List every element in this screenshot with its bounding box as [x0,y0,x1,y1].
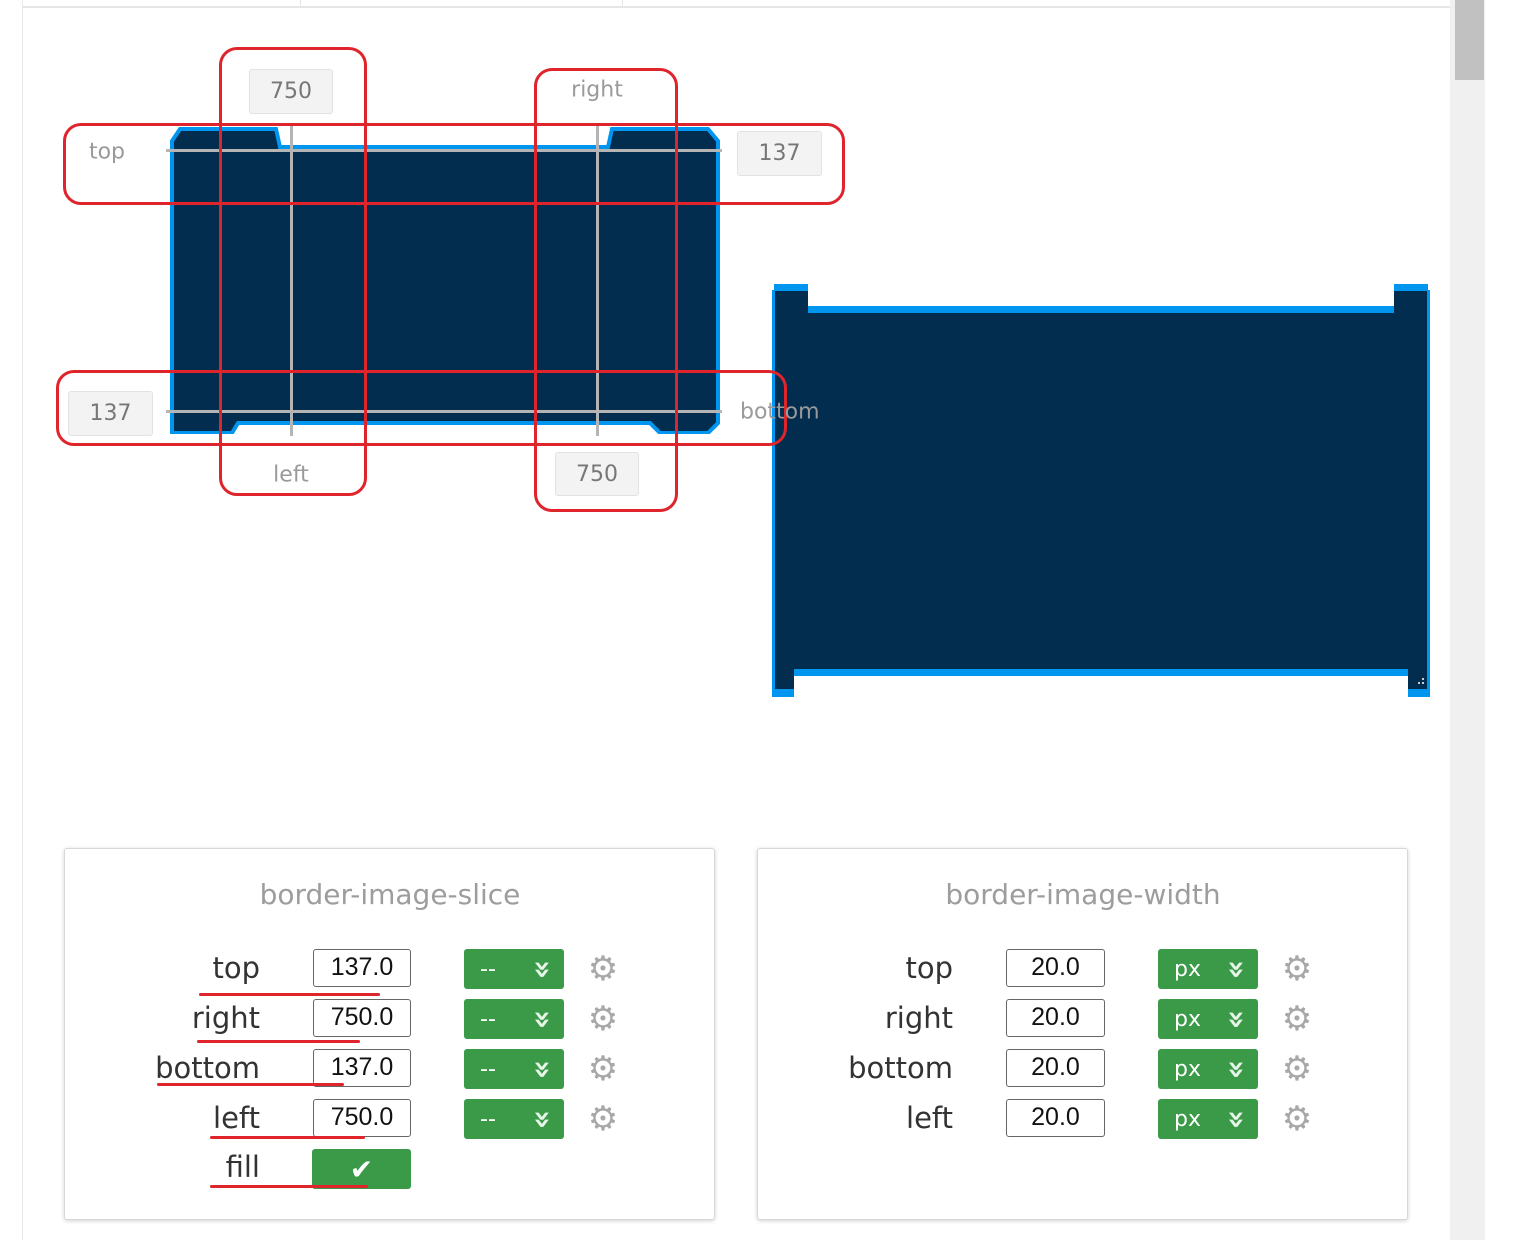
right-label: right [571,77,623,103]
annotation-underline [197,1040,360,1043]
width-right-input[interactable]: 20.0 [1006,999,1105,1037]
width-top-label: top [905,951,953,985]
chevrons-down-icon: » [1218,1059,1254,1079]
resize-grip-icon [1418,678,1424,684]
width-bottom-input[interactable]: 20.0 [1006,1049,1105,1087]
gear-icon[interactable]: ⚙ [587,999,619,1039]
chevrons-down-icon: » [524,1009,560,1029]
gear-icon[interactable]: ⚙ [1281,1099,1313,1139]
slice-bottom-label: bottom [155,1051,260,1085]
slice-left-unit-select[interactable]: -- » [464,1099,564,1139]
gear-icon[interactable]: ⚙ [1281,1049,1313,1089]
bottom-label: bottom [740,399,820,425]
slice-top-input[interactable]: 137.0 [313,949,411,987]
slice-guide-right[interactable] [596,125,599,436]
unit-value: px [1174,1106,1201,1132]
bottom-slice-value: 137 [68,391,153,436]
left-label: left [273,462,309,488]
unit-value: -- [480,1006,496,1032]
source-image [170,127,720,434]
top-tab-strip [22,0,1450,8]
slice-top-label: top [212,951,260,985]
unit-value: px [1174,956,1201,982]
slice-guide-top[interactable] [166,149,722,152]
slice-left-label: left [213,1101,260,1135]
slice-bottom-unit-select[interactable]: -- » [464,1049,564,1089]
border-image-preview [772,284,1430,697]
gear-icon[interactable]: ⚙ [1281,999,1313,1039]
annotation-underline [199,993,380,996]
unit-value: -- [480,1106,496,1132]
width-left-label: left [906,1101,953,1135]
right-slice-value: 750 [555,452,639,496]
gear-icon[interactable]: ⚙ [587,949,619,989]
unit-value: px [1174,1006,1201,1032]
slice-guide-left[interactable] [290,125,293,436]
fill-label: fill [225,1150,260,1184]
width-right-unit-select[interactable]: px » [1158,999,1258,1039]
slice-right-unit-select[interactable]: -- » [464,999,564,1039]
slice-left-input[interactable]: 750.0 [313,1099,411,1137]
gear-icon[interactable]: ⚙ [587,1049,619,1089]
chevrons-down-icon: » [1218,959,1254,979]
width-top-input[interactable]: 20.0 [1006,949,1105,987]
width-bottom-label: bottom [848,1051,953,1085]
top-label: top [88,139,126,165]
check-icon: ✔ [349,1152,374,1186]
slice-right-input[interactable]: 750.0 [313,999,411,1037]
width-top-unit-select[interactable]: px » [1158,949,1258,989]
width-bottom-unit-select[interactable]: px » [1158,1049,1258,1089]
chevrons-down-icon: » [524,1059,560,1079]
tab-divider [300,0,301,7]
chevrons-down-icon: » [524,1109,560,1129]
panel-title: border-image-width [945,878,1221,911]
top-slice-value: 137 [737,131,822,176]
panel-title: border-image-slice [259,878,521,911]
scrollbar-thumb[interactable] [1455,0,1484,80]
slice-right-label: right [191,1001,260,1035]
unit-value: -- [480,956,496,982]
slice-bottom-input[interactable]: 137.0 [313,1049,411,1087]
gear-icon[interactable]: ⚙ [1281,949,1313,989]
unit-value: px [1174,1056,1201,1082]
tab-divider [622,0,623,7]
width-left-input[interactable]: 20.0 [1006,1099,1105,1137]
scrollbar-track[interactable] [1450,0,1485,1240]
left-slice-value: 750 [249,69,333,114]
annotation-underline [210,1185,368,1188]
slice-guide-bottom[interactable] [166,410,722,413]
unit-value: -- [480,1056,496,1082]
chevrons-down-icon: » [1218,1009,1254,1029]
gear-icon[interactable]: ⚙ [587,1099,619,1139]
width-right-label: right [884,1001,953,1035]
chevrons-down-icon: » [1218,1109,1254,1129]
slice-top-unit-select[interactable]: -- » [464,949,564,989]
annotation-underline [210,1136,365,1139]
width-left-unit-select[interactable]: px » [1158,1099,1258,1139]
fill-toggle[interactable]: ✔ [312,1149,411,1189]
chevrons-down-icon: » [524,959,560,979]
annotation-underline [157,1083,344,1086]
